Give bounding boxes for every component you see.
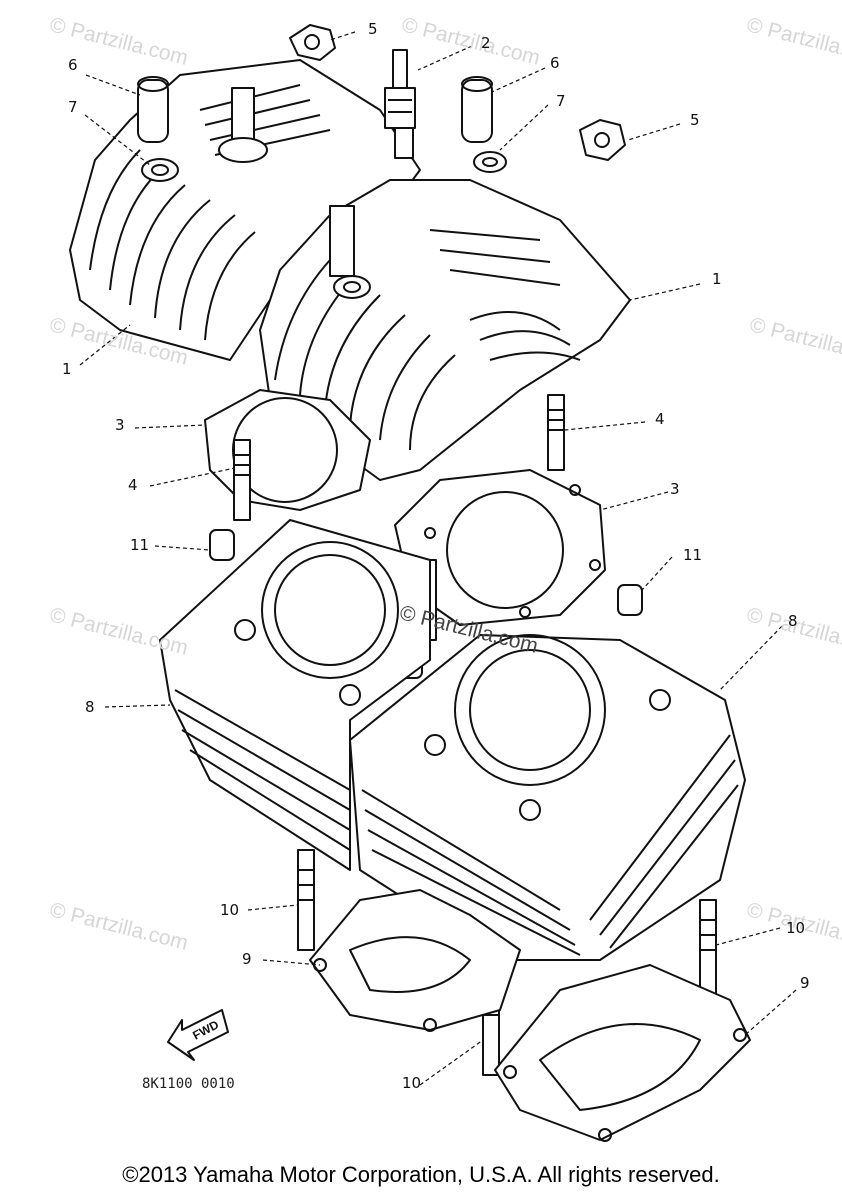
callout-7: 7 (556, 92, 566, 110)
callout-9: 9 (800, 974, 810, 992)
upper-hardware (137, 24, 626, 173)
callout-3: 3 (115, 416, 125, 434)
callout-1: 1 (62, 360, 72, 378)
callout-5: 5 (690, 111, 700, 129)
callout-10: 10 (220, 901, 240, 919)
callout-10: 10 (402, 1074, 422, 1092)
callout-9: 9 (242, 950, 252, 968)
copyright-notice: ©2013 Yamaha Motor Corporation, U.S.A. A… (122, 1162, 720, 1187)
fwd-arrow-icon (167, 1009, 229, 1061)
callout-5: 5 (368, 20, 378, 38)
callout-4: 4 (655, 410, 665, 428)
callout-2: 2 (481, 34, 491, 52)
callout-11: 11 (683, 546, 703, 564)
leader-lines (79, 31, 797, 1086)
callout-11: 11 (130, 536, 150, 554)
callout-6: 6 (68, 56, 78, 74)
callout-8: 8 (788, 612, 798, 630)
spark-plug (384, 49, 416, 159)
callout-10: 10 (786, 919, 806, 937)
base-gaskets (309, 889, 751, 1142)
callout-1: 1 (712, 270, 722, 288)
drawing-code: 8K1100 0010 (142, 1076, 235, 1092)
callout-6: 6 (550, 54, 560, 72)
callout-4: 4 (128, 476, 138, 494)
head-gaskets (204, 389, 606, 626)
callout-7: 7 (68, 98, 78, 116)
callout-3: 3 (670, 480, 680, 498)
callout-8: 8 (85, 698, 95, 716)
cylinder-left (159, 519, 431, 871)
cylinder-right (349, 634, 746, 961)
